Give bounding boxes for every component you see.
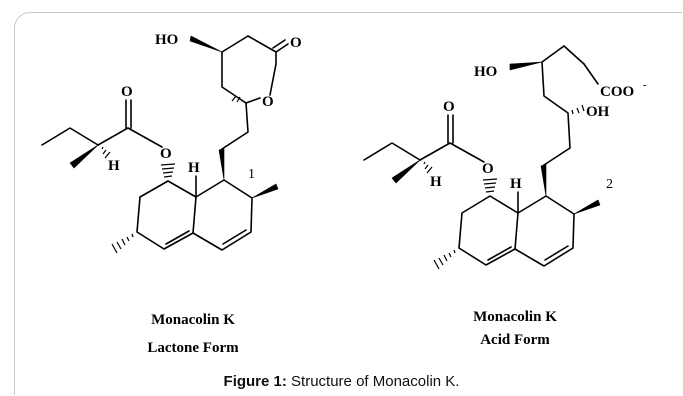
structure-1-number: 1: [248, 167, 255, 182]
structure-1-atom-h-ring: H: [188, 160, 200, 176]
structure-1-form: Lactone Form: [147, 340, 239, 356]
structure-1-name: Monacolin K: [151, 312, 235, 328]
structure-2-form: Acid Form: [480, 332, 550, 348]
structure-1-atom-o-ester: O: [160, 146, 172, 162]
structure-2-acid: H OH HO COO - O O: [363, 45, 646, 270]
structure-1-lactone: H O O H O: [41, 32, 302, 254]
structure-2-atom-charge: -: [643, 80, 646, 91]
structure-2-atom-h-ring: H: [510, 176, 522, 192]
caption-text: Structure of Monacolin K.: [286, 373, 460, 390]
figure-frame: [14, 12, 682, 395]
structure-1-atom-o-carbonyl: O: [290, 35, 302, 51]
structure-2-atom-h-side: H: [430, 174, 442, 190]
figure-caption: Figure 1: Structure of Monacolin K.: [0, 373, 683, 390]
structure-2-atom-o-ester: O: [482, 161, 494, 177]
structure-2-name: Monacolin K: [473, 309, 557, 325]
structure-2-atom-oh: OH: [586, 104, 610, 120]
structure-1-atom-ho: HO: [155, 32, 178, 48]
structure-1-atom-h-side: H: [108, 158, 120, 174]
structure-1-atom-o-ring: O: [262, 94, 274, 110]
structure-2-atom-ho: HO: [474, 64, 497, 80]
structure-1-atom-o-carbonyl-ester: O: [121, 84, 133, 100]
caption-prefix: Figure 1:: [223, 373, 287, 390]
structure-2-atom-o-carbonyl-ester: O: [443, 99, 455, 115]
structure-2-number: 2: [606, 177, 613, 192]
structure-2-atom-coo: COO: [600, 84, 634, 100]
